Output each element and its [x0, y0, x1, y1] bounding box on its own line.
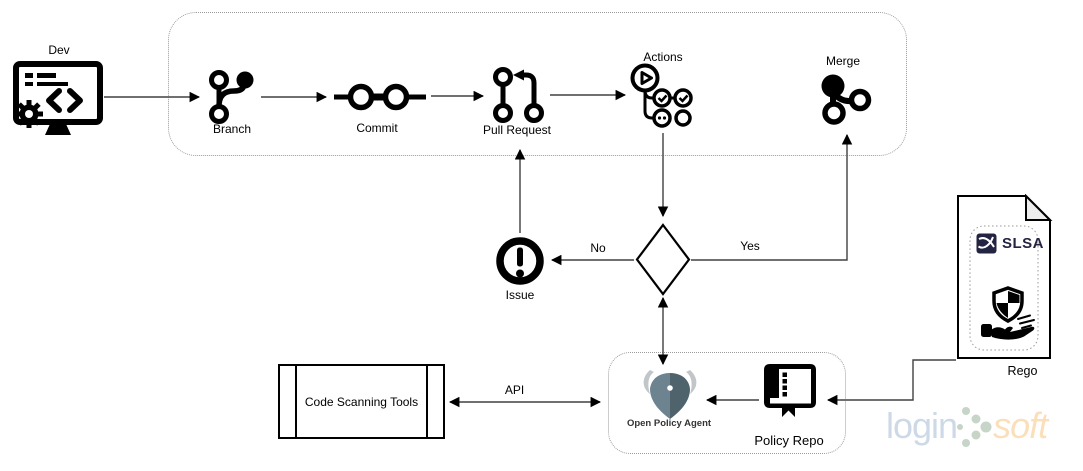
policy-repo-book-icon: [764, 364, 816, 417]
shield-in-hand-icon: [981, 286, 1035, 340]
page-fold-corner: [1025, 194, 1053, 221]
issue-label: Issue: [505, 288, 535, 302]
gear-icon: [15, 100, 43, 128]
slsa-label: SLSA: [1002, 235, 1045, 252]
git-merge-icon: [821, 74, 872, 125]
document-inner-dashed-box: [969, 225, 1039, 351]
watermark-login-text: login: [886, 405, 958, 446]
branch-label: Branch: [212, 122, 252, 136]
commit-label: Commit: [356, 121, 398, 135]
issue-alert-icon: [496, 237, 544, 285]
process-inner-line-right: [426, 366, 428, 437]
opa-horn-left: [643, 370, 654, 394]
opa-face-left: [650, 373, 670, 419]
code-scanning-tools-node: Code Scanning Tools: [278, 364, 445, 439]
loginsoft-watermark: login soft: [886, 404, 1048, 450]
dev-label: Dev: [48, 43, 70, 57]
ci-pipeline-group-box: [168, 12, 907, 156]
slsa-logo: SLSA: [976, 233, 1044, 254]
decision-diamond: [635, 223, 691, 296]
edge-label-yes: Yes: [740, 239, 760, 253]
watermark-soft-text: soft: [993, 405, 1048, 446]
edge-label-api: API: [504, 383, 525, 397]
edge-decision-merge-yes: [691, 133, 853, 261]
open-policy-agent-label: Open Policy Agent: [626, 418, 712, 429]
dev-workstation-icon: [13, 61, 103, 135]
pull-request-label: Pull Request: [482, 123, 552, 137]
code-scanning-tools-label: Code Scanning Tools: [304, 394, 419, 409]
git-commit-icon: [334, 83, 426, 111]
edge-label-no: No: [590, 241, 606, 255]
open-policy-agent-icon: [643, 370, 697, 419]
edge-rego-repo: [826, 359, 956, 406]
process-inner-line-left: [295, 366, 297, 437]
merge-label: Merge: [825, 54, 860, 68]
actions-label: Actions: [643, 50, 683, 64]
github-actions-icon: [630, 63, 693, 128]
policy-repo-label: Policy Repo: [754, 433, 824, 448]
opa-horn-right: [686, 370, 697, 394]
watermark-dots-icon: [957, 407, 992, 447]
slsa-icon: [976, 233, 997, 254]
git-pull-request-icon: [493, 67, 544, 123]
opa-group-box: [608, 352, 846, 454]
git-branch-icon: [209, 70, 254, 124]
rego-label: Rego: [1007, 364, 1038, 378]
opa-face-right: [670, 373, 690, 419]
